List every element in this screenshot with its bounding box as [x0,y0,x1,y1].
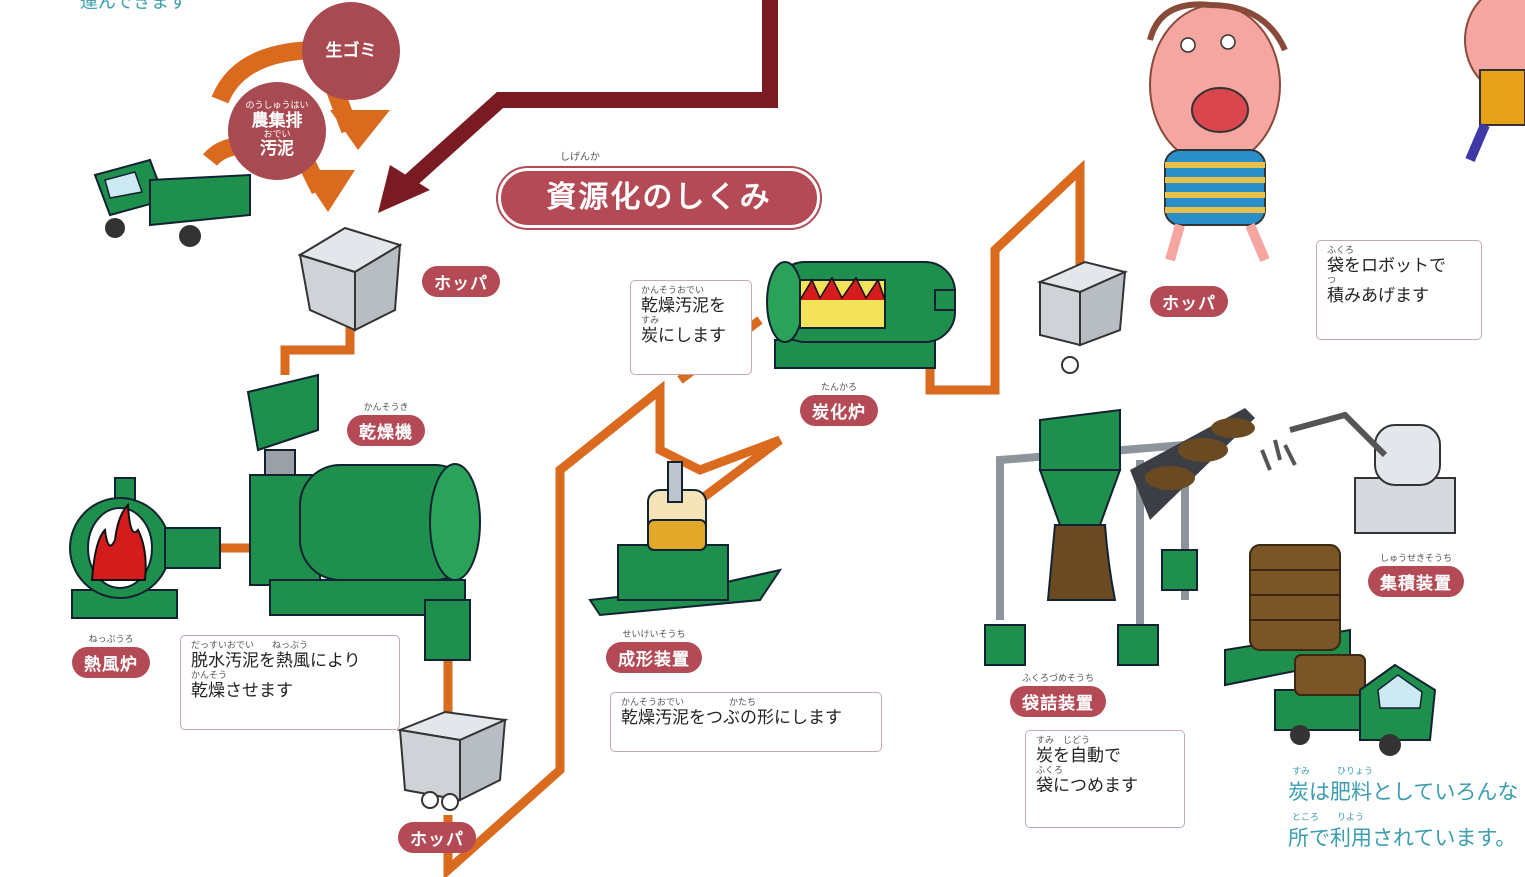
label-stacker: しゅうせきそうち 集積装置 [1368,554,1464,597]
furnace-icon [69,477,221,619]
stacked-bags-icon [1224,544,1351,687]
input-garbage-label: 生ゴミ [325,41,377,61]
running-character-icon [1464,0,1525,162]
label-furnace: ねっぷうろ 熱風炉 [72,635,150,678]
bottom-line1: 炭は肥料としていろんな [1288,780,1519,804]
label-carbonizer: たんかろ 炭化炉 [800,383,878,426]
input-garbage-bubble: 生ゴミ [302,2,400,100]
note-molding: かんそうおでい かたち 乾燥汚泥をつぶの形にします [610,692,882,752]
input-sludge-line2: 汚泥 [260,139,294,160]
note-bagging-ruby2: ふくろ [1036,766,1064,777]
label-dryer-text: 乾燥機 [359,423,413,443]
label-molding: せいけいそうち 成形装置 [606,630,702,673]
note-robot: ふくろ 袋をロボットで つ 積みあげます [1316,240,1482,340]
note-dryer-ruby1: だっすいおでい ねっぷう [191,641,309,651]
input-sludge-bubble: のうしゅうはい 農集排 おでい 汚泥 [228,82,326,180]
note-dryer: だっすいおでい ねっぷう 脱水汚泥を熱風により かんそう 乾燥させます [180,635,400,730]
input-arrow [394,0,778,196]
child-character-icon [1147,1,1288,262]
label-hopper-top: ホッパ [422,266,500,297]
robot-arm-icon [1260,411,1456,534]
input-sludge-line1: 農集排 [251,110,303,131]
label-furnace-ruby: ねっぷうろ [88,635,134,645]
note-carbonizer-ruby1: かんそうおでい [641,286,705,296]
note-dryer-line1: 脱水汚泥を熱風により [191,651,361,671]
label-bagging-text: 袋詰装置 [1022,694,1094,714]
note-carbonizer-line2: 炭にします [641,326,726,347]
dryer-icon [246,373,481,661]
label-stacker-text: 集積装置 [1380,574,1452,594]
label-dryer: かんそうき 乾燥機 [347,403,425,446]
input-sludge-ruby2: おでい [263,129,291,140]
note-carbonizer-ruby2: すみ [641,316,660,327]
sludge-arrow-head [300,170,355,212]
label-dryer-ruby: かんそうき [363,403,409,413]
label-hopper-top-text: ホッパ [434,274,488,294]
note-bagging: すみ じどう 炭を自動で ふくろ 袋につめます [1025,730,1185,828]
bottom-line2: 所で利用されています。 [1288,826,1517,850]
label-carbonizer-ruby: たんかろ [820,383,857,393]
note-carbonizer-line1: 乾燥汚泥を [641,296,726,316]
label-carbonizer-text: 炭化炉 [812,403,866,423]
note-robot-ruby2: つ [1327,276,1337,287]
top-cut-text: 運んできます [80,0,188,13]
delivery-truck-icon [1274,654,1437,756]
garbage-arrow-head [330,110,390,150]
note-robot-ruby1: ふくろ [1327,246,1355,256]
note-carbonizer: かんそうおでい 乾燥汚泥を すみ 炭にします [630,280,752,375]
note-dryer-line2: 乾燥させます [191,681,293,702]
bottom-ruby2: ところ りよう [1292,813,1365,823]
note-molding-line1: 乾燥汚泥をつぶの形にします [621,708,842,728]
page-title: 資源化のしくみ [496,166,822,230]
hopper-right-icon [1036,260,1129,374]
bagging-device-icon [984,408,1255,666]
hopper-bottom-icon [396,710,509,811]
label-bagging-ruby: ふくろづめそうち [1021,674,1094,684]
truck-icon [93,158,251,247]
molding-device-icon [588,461,783,617]
input-sludge-ruby1: のうしゅうはい [245,101,309,111]
input-arrow-head [378,165,430,213]
label-bagging: ふくろづめそうち 袋詰装置 [1010,674,1106,717]
label-furnace-text: 熱風炉 [84,655,138,675]
title-ruby: しげんか [560,152,600,163]
note-bagging-ruby1: すみ じどう [1036,736,1091,746]
note-robot-line1: 袋をロボットで [1327,256,1446,276]
label-hopper-bottom-text: ホッパ [410,830,464,850]
label-hopper-right-text: ホッパ [1162,294,1216,314]
note-dryer-ruby2: かんそう [191,671,228,682]
note-bagging-line1: 炭を自動で [1036,746,1121,766]
label-hopper-bottom: ホッパ [398,822,476,853]
bottom-ruby1: すみ ひりょう [1292,767,1374,777]
hopper-top-icon [297,226,403,332]
label-hopper-right: ホッパ [1150,286,1228,317]
carbonizer-icon [766,261,956,369]
label-molding-ruby: せいけいそうち [622,630,686,640]
label-stacker-ruby: しゅうせきそうち [1379,554,1452,564]
note-robot-line2: 積みあげます [1327,286,1429,307]
note-molding-ruby1: かんそうおでい かたち [621,698,757,708]
note-bagging-line2: 袋につめます [1036,776,1138,797]
label-molding-text: 成形装置 [618,650,690,670]
